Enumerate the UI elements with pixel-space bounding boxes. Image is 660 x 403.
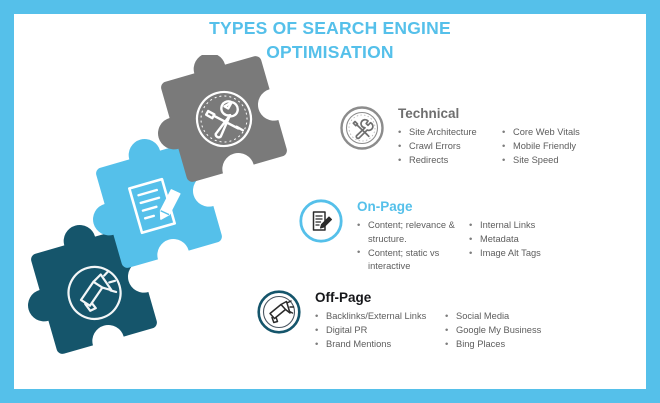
document-pencil-badge-icon xyxy=(299,199,343,243)
section-offpage-body: Off-Page Backlinks/External Links Digita… xyxy=(315,290,565,352)
list-item: Digital PR xyxy=(315,324,445,338)
list-item: Bing Places xyxy=(445,338,565,352)
section-onpage-body: On-Page Content; relevance & structure. … xyxy=(357,199,579,274)
section-onpage-heading: On-Page xyxy=(357,199,413,214)
list-item: Redirects xyxy=(398,154,502,168)
list-item: Backlinks/External Links xyxy=(315,310,445,324)
offpage-list-column-b: Social Media Google My Business Bing Pla… xyxy=(445,310,565,352)
list-item: Google My Business xyxy=(445,324,565,338)
section-offpage-heading: Off-Page xyxy=(315,290,372,305)
technical-list-column-a: Site Architecture Crawl Errors Redirects xyxy=(398,126,502,168)
tools-badge-icon xyxy=(340,106,384,150)
section-offpage-columns: Backlinks/External Links Digital PR Bran… xyxy=(315,310,565,352)
puzzle-piece-offpage xyxy=(20,211,159,355)
onpage-list-column-b: Internal Links Metadata Image Alt Tags xyxy=(469,219,579,274)
list-item: Metadata xyxy=(469,233,579,247)
section-onpage-columns: Content; relevance & structure. Content;… xyxy=(357,219,579,274)
megaphone-badge-icon xyxy=(257,290,301,334)
list-item: Mobile Friendly xyxy=(502,140,612,154)
list-item: Core Web Vitals xyxy=(502,126,612,140)
list-item: Image Alt Tags xyxy=(469,247,579,261)
list-item: Site Architecture xyxy=(398,126,502,140)
list-item: Internal Links xyxy=(469,219,579,233)
frame-border-right xyxy=(646,0,660,403)
page-title-line-1: TYPES OF SEARCH ENGINE xyxy=(209,18,451,38)
puzzle-piece-onpage xyxy=(74,125,224,274)
onpage-list-column-a: Content; relevance & structure. Content;… xyxy=(357,219,469,274)
section-technical-columns: Site Architecture Crawl Errors Redirects… xyxy=(398,126,612,168)
puzzle-illustration xyxy=(20,55,310,355)
list-item: Site Speed xyxy=(502,154,612,168)
section-technical-heading: Technical xyxy=(398,106,460,121)
list-item: Social Media xyxy=(445,310,565,324)
frame-border-bottom xyxy=(0,389,660,403)
puzzle-piece-technical xyxy=(139,55,289,188)
list-item: Content; relevance & structure. xyxy=(357,219,469,246)
frame-border-top xyxy=(0,0,660,14)
list-item: Crawl Errors xyxy=(398,140,502,154)
section-technical-body: Technical Site Architecture Crawl Errors… xyxy=(398,106,612,168)
list-item: Content; static vs interactive xyxy=(357,246,469,274)
page-title: TYPES OF SEARCH ENGINE OPTIMISATION xyxy=(150,16,510,64)
list-item: Brand Mentions xyxy=(315,338,445,352)
offpage-list-column-a: Backlinks/External Links Digital PR Bran… xyxy=(315,310,445,352)
technical-list-column-b: Core Web Vitals Mobile Friendly Site Spe… xyxy=(502,126,612,168)
page-title-line-2: OPTIMISATION xyxy=(266,42,394,62)
frame-border-left xyxy=(0,0,14,403)
